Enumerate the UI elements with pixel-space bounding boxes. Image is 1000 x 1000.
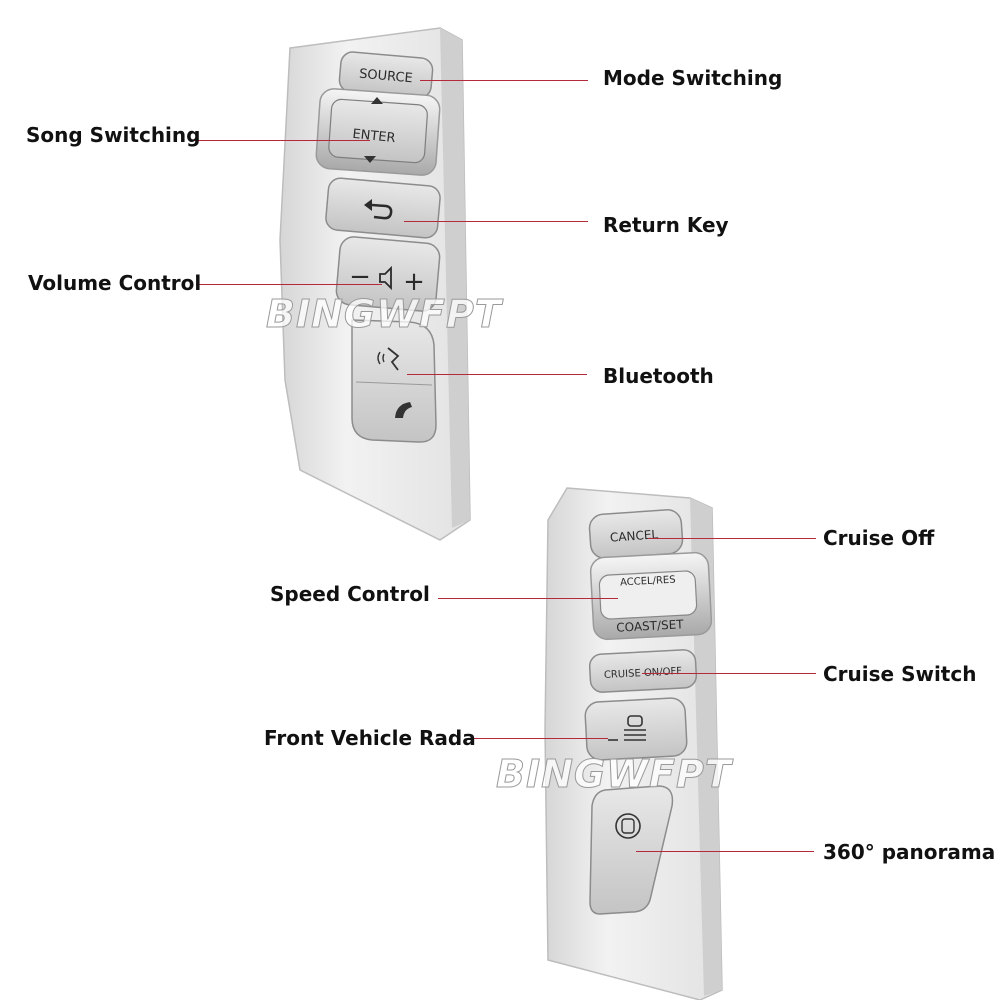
leader-line-return: [404, 221, 588, 222]
leader-line-panorama: [636, 851, 814, 852]
source-label: SOURCE: [358, 67, 413, 87]
leader-line-speed: [438, 598, 618, 599]
leader-line-bluetooth: [407, 374, 587, 375]
label-360-panorama: 360° panorama: [823, 840, 996, 864]
volume-minus-label: −: [349, 262, 371, 292]
panorama-button[interactable]: [589, 785, 674, 915]
cancel-button[interactable]: CANCEL: [588, 509, 684, 559]
label-volume-control: Volume Control: [28, 271, 202, 295]
phone-icon: [395, 402, 412, 418]
enter-label: ENTER: [352, 127, 396, 146]
bluetooth-button[interactable]: [351, 319, 437, 443]
leader-line-radar: [468, 738, 608, 739]
volume-button[interactable]: − +: [335, 236, 441, 312]
front-vehicle-radar-icon: [608, 715, 646, 741]
coast-set-label: COAST/SET: [616, 617, 685, 635]
source-button[interactable]: SOURCE: [338, 51, 434, 99]
leader-line-mode: [420, 80, 588, 81]
label-return-key: Return Key: [603, 213, 729, 237]
label-song-switching: Song Switching: [26, 123, 201, 147]
watermark-left: BINGWFPT: [266, 292, 502, 337]
enter-rocker-button[interactable]: ENTER: [315, 88, 441, 176]
label-cruise-switch: Cruise Switch: [823, 662, 977, 686]
return-arrow-icon: [364, 199, 393, 220]
label-bluetooth: Bluetooth: [603, 364, 714, 388]
voice-command-icon: [377, 347, 400, 371]
return-button[interactable]: [325, 177, 441, 239]
label-speed-control: Speed Control: [270, 582, 430, 606]
front-vehicle-radar-button[interactable]: [584, 697, 688, 761]
cancel-label: CANCEL: [609, 527, 658, 544]
volume-plus-label: +: [403, 267, 425, 297]
label-front-vehicle-rada: Front Vehicle Rada: [264, 726, 476, 750]
label-cruise-off: Cruise Off: [823, 526, 935, 550]
cruise-on-off-button[interactable]: CRUISE ON/OFF: [588, 649, 698, 693]
right-switch-panel: CANCEL ACCEL/RES COAST/SET CRUISE ON/OFF: [544, 487, 723, 1000]
speaker-icon: [379, 265, 392, 291]
label-mode-switching: Mode Switching: [603, 66, 783, 90]
leader-line-cruise-switch: [642, 673, 816, 674]
down-arrow-icon: [364, 156, 376, 163]
leader-line-song: [192, 140, 370, 141]
leader-line-volume: [196, 284, 382, 285]
watermark-right: BINGWFPT: [496, 752, 732, 797]
speed-control-rocker[interactable]: ACCEL/RES COAST/SET: [589, 551, 713, 641]
panorama-camera-icon: [615, 813, 641, 839]
up-arrow-icon: [371, 97, 383, 104]
leader-line-cruise-off: [648, 538, 816, 539]
accel-res-label: ACCEL/RES: [620, 575, 676, 589]
